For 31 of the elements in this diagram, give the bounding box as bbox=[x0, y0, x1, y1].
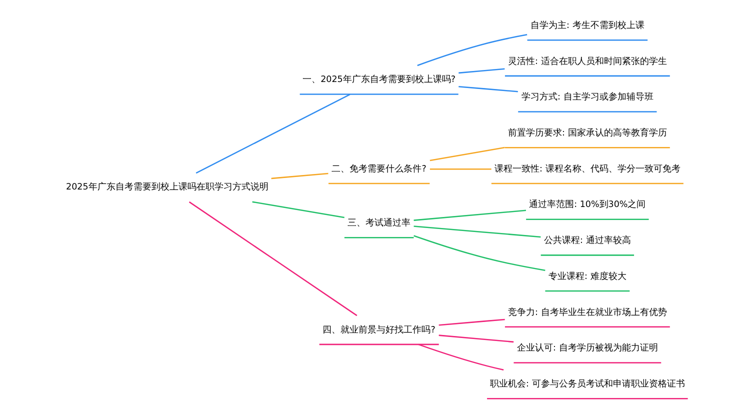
node-text: 课程一致性: 课程名称、代码、学分一致可免考 bbox=[494, 164, 680, 174]
node-text: 专业课程: 难度较大 bbox=[548, 272, 626, 282]
node-text: 企业认可: 自考学历被视为能力证明 bbox=[516, 344, 658, 354]
node-text: 职业机会: 可参与公务员考试和申请职业资格证书 bbox=[490, 379, 684, 390]
node-text: 竞争力: 自考毕业生在就业市场上有优势 bbox=[508, 308, 666, 318]
node-text: 四、就业前景与好找工作吗? bbox=[322, 325, 435, 336]
node-text: 二、免考需要什么条件? bbox=[331, 164, 426, 174]
node-text: 前置学历要求: 国家承认的高等教育学历 bbox=[508, 128, 666, 139]
connector bbox=[438, 334, 514, 343]
connector bbox=[429, 168, 491, 170]
node-text: 自学为主: 考生不需到校上课 bbox=[530, 20, 644, 31]
connector bbox=[458, 68, 504, 74]
node-text: 学习方式: 自主学习或参加辅导班 bbox=[521, 92, 653, 103]
connector bbox=[458, 86, 518, 92]
connector bbox=[252, 201, 344, 218]
connector bbox=[438, 318, 504, 326]
connector bbox=[418, 344, 504, 371]
connector bbox=[416, 34, 527, 66]
connector bbox=[270, 172, 328, 180]
connector bbox=[413, 235, 545, 271]
node-text: 通过率范围: 10%到30%之间 bbox=[528, 200, 646, 210]
connector bbox=[413, 226, 540, 238]
connector bbox=[188, 201, 357, 316]
node-text: 一、2025年广东自考需要到校上课吗? bbox=[302, 75, 456, 86]
connector bbox=[195, 94, 350, 174]
node-text: 公共课程: 通过率较高 bbox=[544, 236, 630, 246]
connector bbox=[413, 210, 526, 221]
node-text: 灵活性: 适合在职人员和时间紧张的学生 bbox=[508, 56, 666, 67]
connector bbox=[429, 146, 504, 162]
node-text: 三、考试通过率 bbox=[347, 218, 410, 229]
node-text: 2025年广东自考需要到校上课吗在职学习方式说明 bbox=[66, 182, 268, 193]
